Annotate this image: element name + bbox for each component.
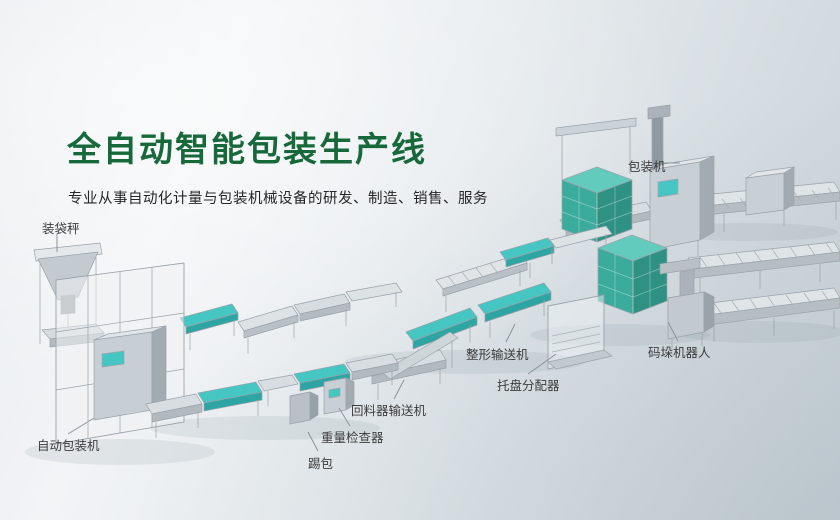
shaping-conveyor-machine [405, 282, 552, 366]
weight-checker-device [323, 377, 355, 415]
label-shaping-conveyor: 整形输送机 [466, 347, 529, 362]
product-stack-2 [597, 234, 668, 315]
label-auto-packaging-machine: 自动包装机 [37, 438, 100, 453]
label-bagging-scale: 装袋秤 [42, 221, 80, 236]
label-leader-lines [56, 162, 680, 452]
product-stack-1 [555, 117, 637, 243]
page-title: 全自动智能包装生产线 [67, 130, 427, 170]
roller-conveyor-2 [687, 241, 840, 296]
auto-packaging-machine-frame [55, 262, 185, 445]
label-weight-checker: 重量检查器 [321, 430, 384, 445]
left-conveyors [179, 282, 403, 354]
label-pallet-dispenser: 托盘分配器 [497, 378, 560, 393]
kick-bag-device [289, 391, 319, 425]
label-palletizing-robot: 码垛机器人 [648, 345, 711, 360]
label-return-feeder-conveyor: 回料器输送机 [351, 403, 427, 418]
bottom-conveyor-run [145, 353, 399, 438]
case-packer-device [745, 166, 795, 216]
label-kick-bag: 踢包 [308, 456, 334, 471]
palletizing-robot-machine [659, 257, 715, 352]
page-subtitle: 专业从事自动化计量与包装机械设备的研发、制造、销售、服务 [68, 191, 488, 207]
label-packaging-machine: 包装机 [628, 159, 666, 174]
pallet-dispenser-machine [547, 294, 613, 370]
mid-conveyors [435, 225, 613, 312]
